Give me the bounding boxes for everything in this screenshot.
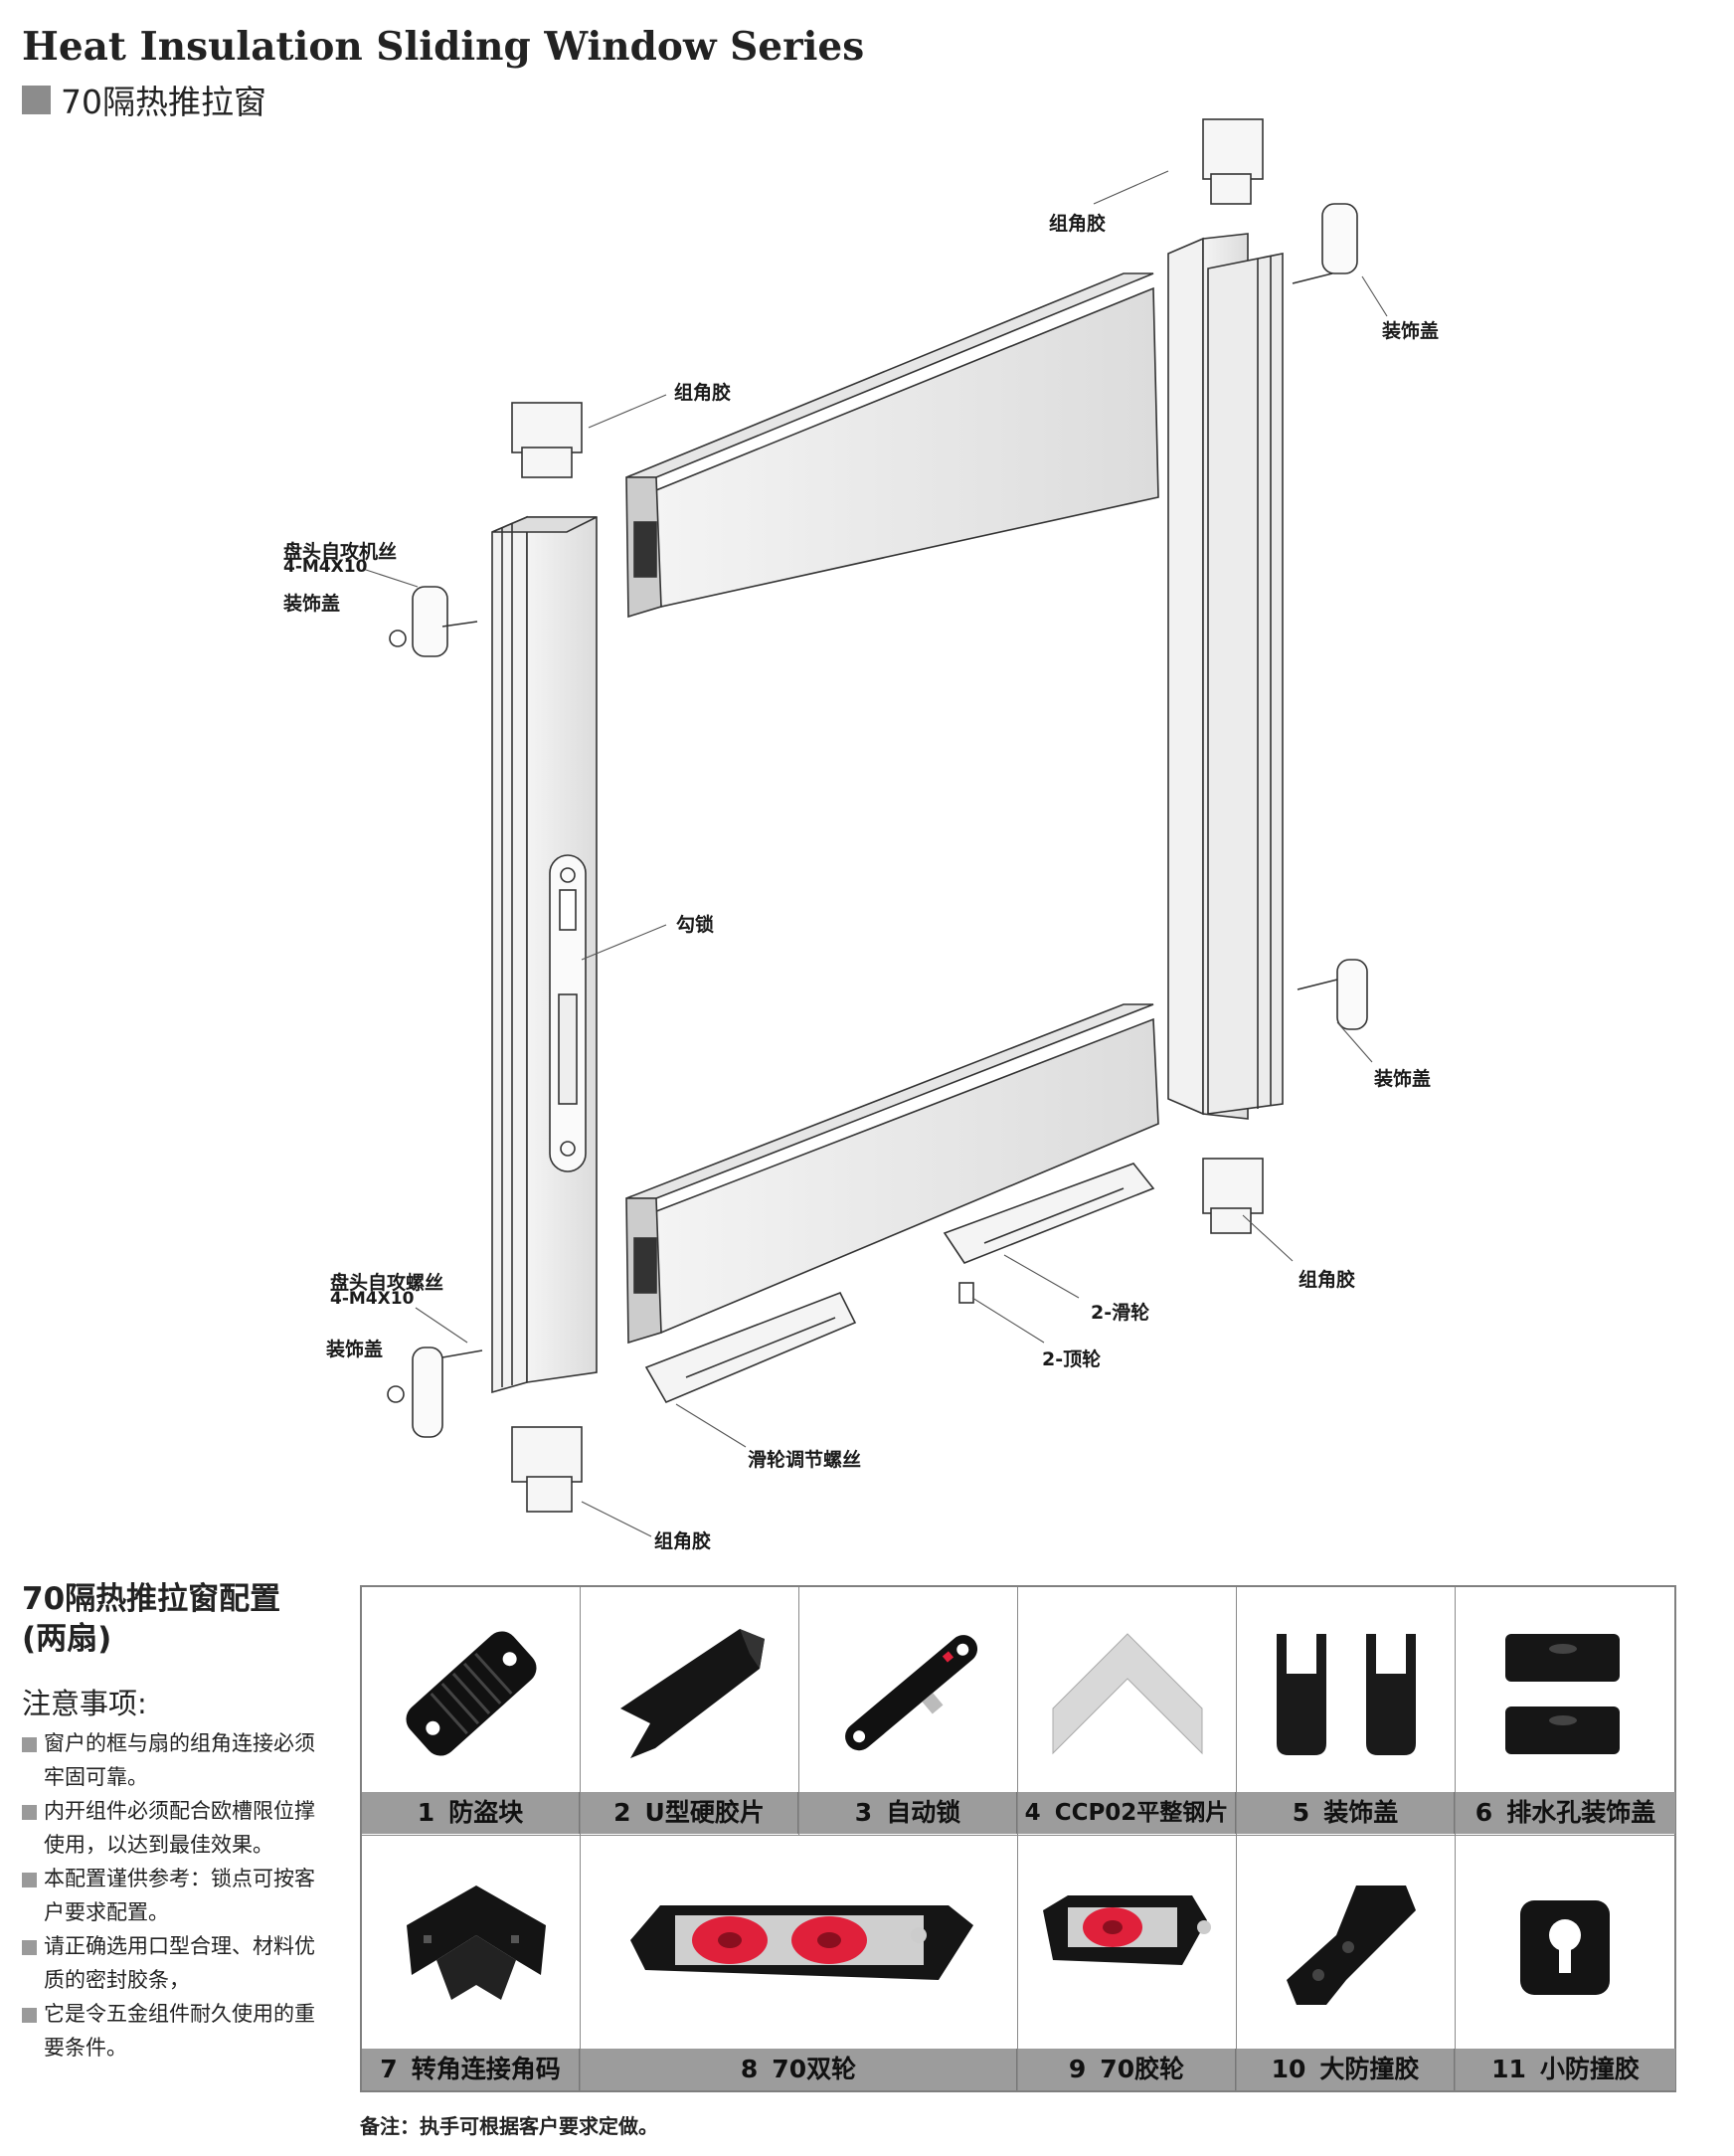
anti-theft-block-icon xyxy=(406,1631,537,1756)
config-subtitle: (两扇) xyxy=(22,1621,112,1657)
drain-cap-icon xyxy=(1505,1634,1620,1754)
label-corner-rubber-top: 组角胶 xyxy=(1049,213,1107,235)
decor-cap-icon xyxy=(1277,1634,1416,1755)
slide-wheel-assembly-lower xyxy=(644,1291,857,1404)
title-square-marker xyxy=(22,85,51,114)
corner-rubber-top xyxy=(1202,118,1264,205)
small-bumper-icon xyxy=(1520,1900,1610,1995)
label-top-wheel: 2-顶轮 xyxy=(1042,1348,1102,1370)
note-item: 请正确选用口型合理、材料优质的密封胶条， xyxy=(22,1929,330,1997)
slide-wheel-assembly xyxy=(943,1163,1155,1264)
label-screw-top-left: 盘头自攻机丝 xyxy=(283,541,398,563)
auto-lock-icon xyxy=(845,1635,978,1751)
page-title-chinese-text: 70隔热推拉窗 xyxy=(61,83,266,121)
note-item: 它是令五金组件耐久使用的重要条件。 xyxy=(22,1997,330,2065)
corner-rubber-bottom xyxy=(511,1426,583,1513)
u-rubber-strip-icon xyxy=(620,1629,765,1758)
decor-cap-top-left xyxy=(389,586,478,657)
label-decor-cap-top-left: 装饰盖 xyxy=(283,593,341,615)
decor-cap-top-right xyxy=(1292,203,1358,284)
label-corner-rubber-bottom: 组角胶 xyxy=(654,1530,712,1552)
top-wheel-part xyxy=(958,1282,974,1304)
label-screw-top-left-spec: 4-M4X10 xyxy=(283,557,368,577)
label-decor-cap-bottom-right: 装饰盖 xyxy=(1374,1068,1432,1090)
label-corner-rubber-upper-left: 组角胶 xyxy=(674,382,732,404)
page-title-english: Heat Insulation Sliding Window Series xyxy=(22,24,865,70)
config-title-text: 70隔热推拉窗配置 xyxy=(22,1581,281,1617)
corner-rubber-bottom-right xyxy=(1202,1158,1264,1234)
steel-plate-icon xyxy=(1052,1633,1203,1755)
decor-cap-bottom-left xyxy=(387,1347,483,1438)
double-wheel-icon xyxy=(630,1905,973,1980)
corner-rubber-upper-left xyxy=(511,402,583,478)
footnote: 备注：执手可根据客户要求定做。 xyxy=(360,2114,658,2138)
bottom-rail-profile xyxy=(625,1003,1159,1345)
large-bumper-icon xyxy=(1287,1886,1416,2005)
note-item: 本配置谨供参考：锁点可按客户要求配置。 xyxy=(22,1862,330,1929)
page-title-chinese: 70隔热推拉窗 xyxy=(22,76,266,123)
label-slide-wheel: 2-滑轮 xyxy=(1091,1302,1150,1324)
label-decor-cap-top-right: 装饰盖 xyxy=(1382,320,1440,342)
decor-cap-bottom-right xyxy=(1297,959,1368,1030)
note-item: 内开组件必须配合欧槽限位撑使用，以达到最佳效果。 xyxy=(22,1794,330,1862)
notes-title: 注意事项: xyxy=(22,1687,147,1720)
exploded-window-diagram xyxy=(362,118,1388,1537)
right-stile-profiles xyxy=(1167,233,1284,1120)
note-item: 窗户的框与扇的组角连接必须牢固可靠。 xyxy=(22,1726,330,1794)
config-title: 70隔热推拉窗配置 (两扇) xyxy=(22,1579,350,1659)
label-screw-bottom-left-spec: 4-M4X10 xyxy=(330,1289,415,1309)
hook-lock-part xyxy=(549,854,587,1172)
label-screw-bottom-left: 盘头自攻螺丝 xyxy=(330,1272,444,1294)
label-wheel-adjust-screw: 滑轮调节螺丝 xyxy=(748,1449,862,1471)
label-hook-lock: 勾锁 xyxy=(676,914,715,936)
corner-connector-icon xyxy=(407,1886,546,2000)
label-corner-rubber-bottom-right: 组角胶 xyxy=(1299,1269,1356,1291)
rubber-wheel-icon xyxy=(1043,1895,1211,1965)
label-decor-cap-bottom-left: 装饰盖 xyxy=(326,1339,384,1360)
notes-list: 窗户的框与扇的组角连接必须牢固可靠。 内开组件必须配合欧槽限位撑使用，以达到最佳… xyxy=(22,1726,330,2065)
top-rail-profile xyxy=(625,272,1159,619)
